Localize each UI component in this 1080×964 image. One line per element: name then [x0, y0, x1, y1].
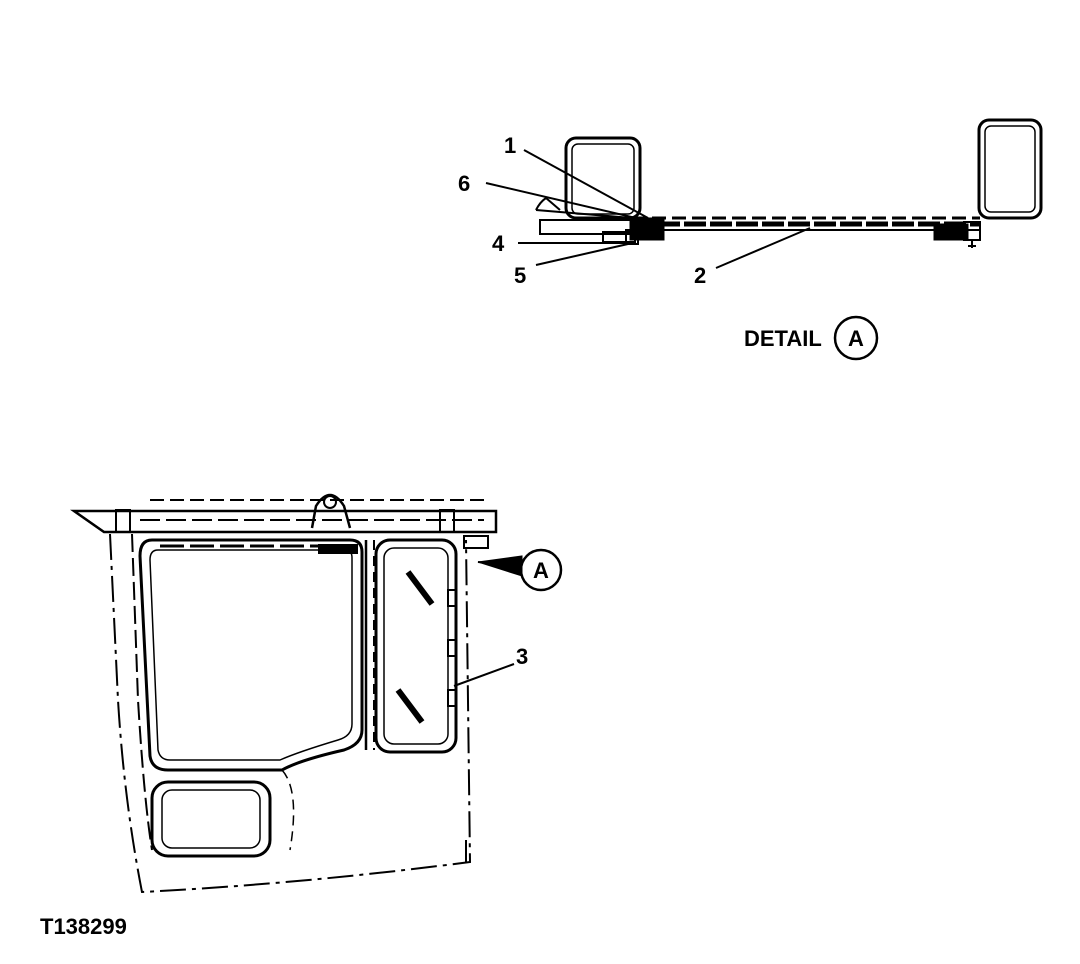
view-marker-circle — [519, 548, 563, 592]
detail-leader-lines — [485, 149, 811, 269]
detail-label: DETAIL — [744, 326, 822, 351]
callout-6: 6 — [458, 171, 470, 196]
view-arrow-a — [477, 555, 523, 577]
callout-1: 1 — [504, 133, 516, 158]
callout-5: 5 — [514, 263, 526, 288]
callout-4: 4 — [492, 231, 505, 256]
cab-door-view — [70, 493, 498, 894]
figure-id: T138299 — [40, 914, 127, 939]
view-marker-letter: A — [533, 558, 549, 583]
callout-3: 3 — [516, 644, 528, 669]
callout-2: 2 — [694, 263, 706, 288]
detail-a-view — [535, 118, 1043, 248]
detail-marker-circle — [833, 315, 879, 361]
detail-marker-letter: A — [848, 326, 864, 351]
leader-line-3 — [453, 663, 515, 687]
